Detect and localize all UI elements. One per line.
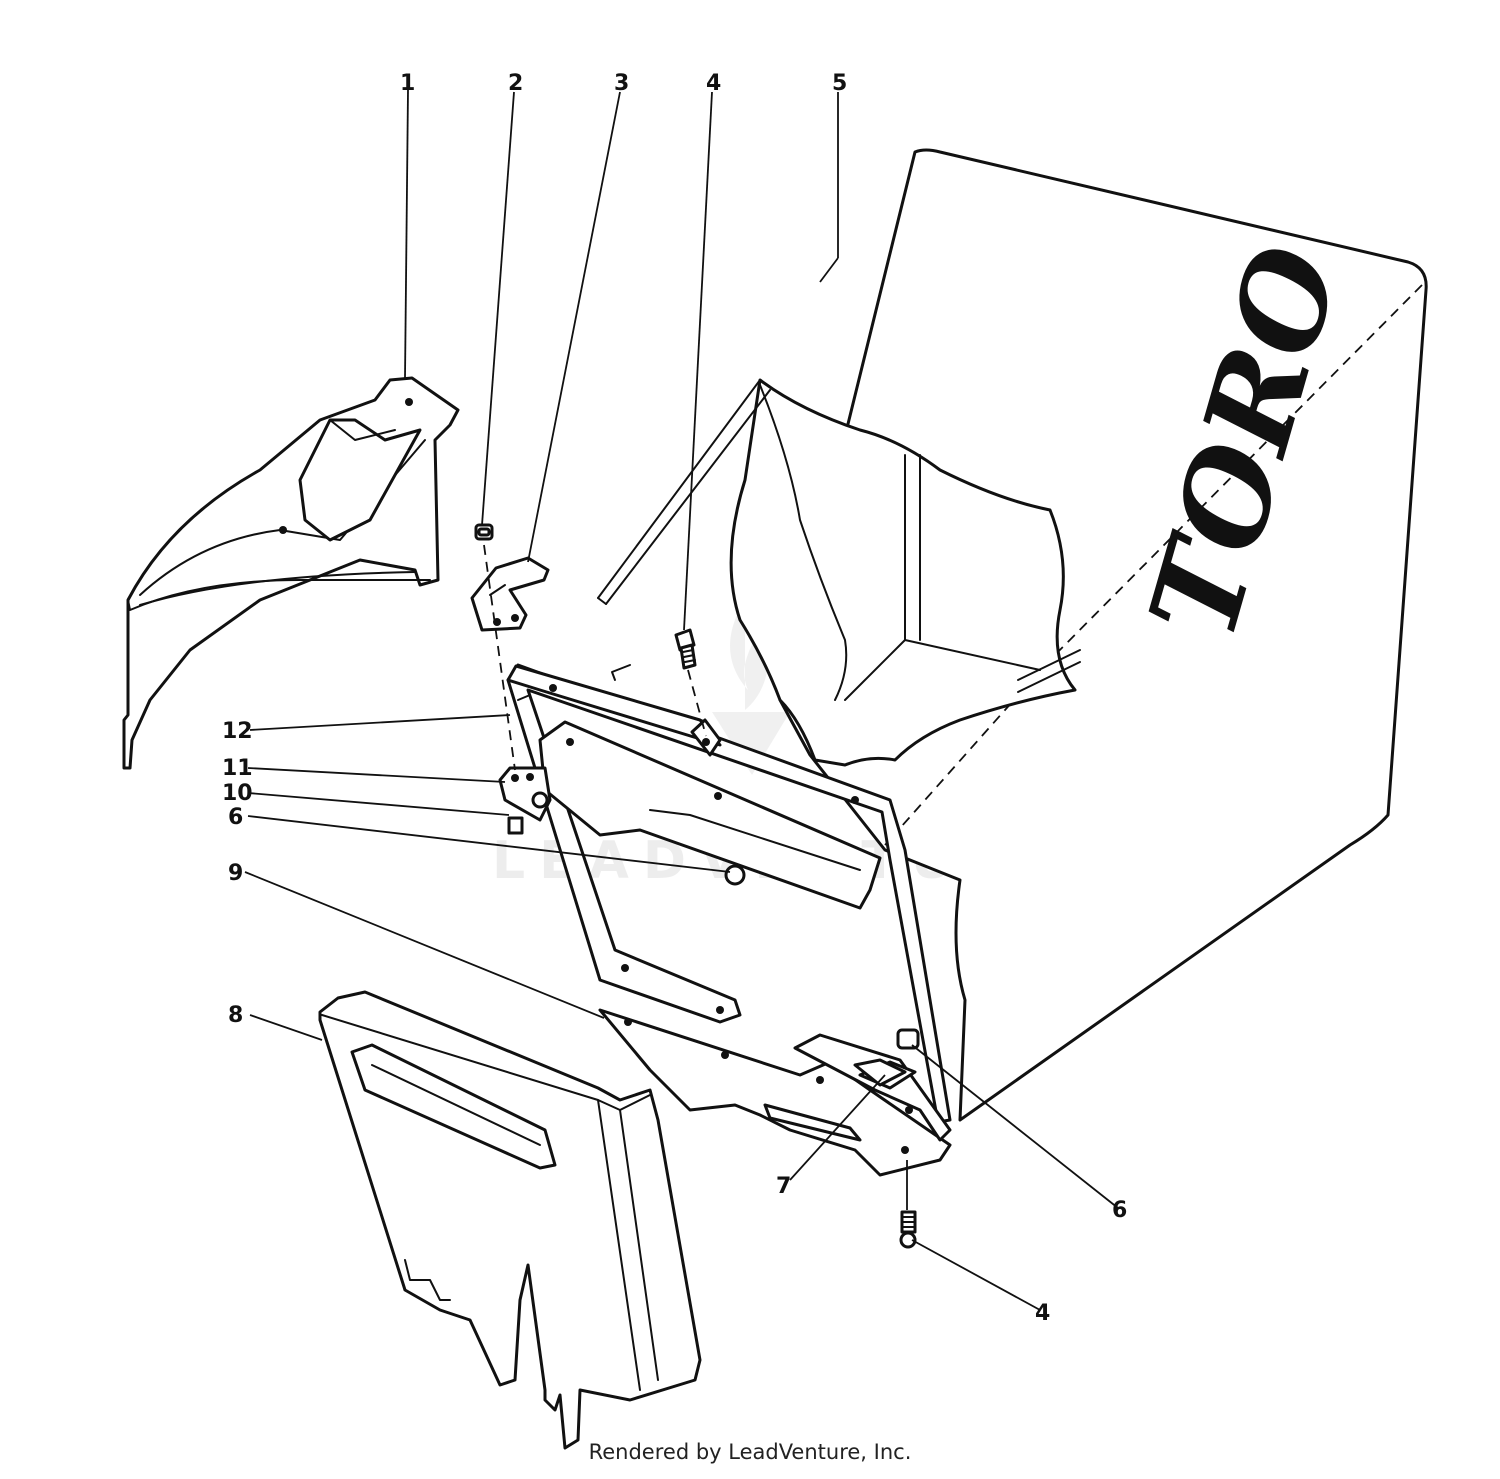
callout-2: 2	[508, 71, 523, 96]
part-4-bolt-bottom	[899, 1210, 917, 1249]
callout-9: 9	[228, 861, 243, 886]
footer-credit: Rendered by LeadVenture, Inc.	[588, 1440, 912, 1464]
part-2-nut	[474, 523, 494, 541]
callout-12: 12	[222, 719, 253, 744]
callout-6-right: 6	[1112, 1198, 1127, 1223]
callout-4-top: 4	[706, 71, 721, 96]
part-12-mounting-bracket	[506, 664, 882, 910]
callout-8: 8	[228, 1003, 243, 1028]
part-10-bolt	[507, 816, 524, 835]
callout-10: 10	[222, 781, 253, 806]
part-1-deflector	[122, 376, 460, 770]
part-3-clip	[470, 556, 550, 632]
callout-1: 1	[400, 71, 415, 96]
leader-lines	[244, 89, 1119, 1311]
part-7-latch	[853, 1058, 907, 1087]
part-11-plate	[498, 766, 552, 822]
callout-5: 5	[832, 71, 847, 96]
part-6-nut-left	[724, 864, 746, 886]
part-5-grass-bag: TORO	[597, 148, 1428, 1122]
part-4-bolt-top	[674, 628, 697, 670]
callout-11: 11	[222, 756, 253, 781]
callout-7: 7	[776, 1174, 791, 1199]
callout-numbers: 1 2 3 4 5 12 11 10 6 9 8 7 6 4	[222, 71, 1127, 1326]
part-8-rear-door	[318, 990, 702, 1450]
callout-6-left: 6	[228, 805, 243, 830]
callout-3: 3	[614, 71, 629, 96]
part-6-nut-right	[896, 1028, 920, 1050]
callout-4-bottom: 4	[1035, 1301, 1050, 1326]
